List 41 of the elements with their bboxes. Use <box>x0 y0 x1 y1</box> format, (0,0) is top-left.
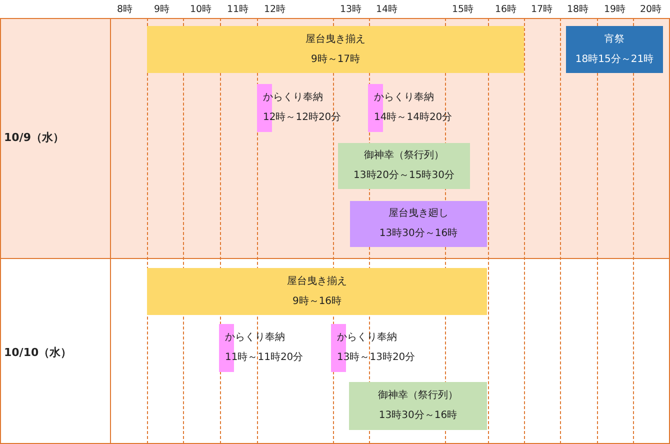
event-bar <box>566 26 663 73</box>
hour-label: 19時 <box>604 3 626 16</box>
hour-label: 13時 <box>340 3 362 16</box>
time-range: 13時20分～15時30分 <box>354 168 454 183</box>
hour-label: 9時 <box>154 3 170 16</box>
hour-label: 12時 <box>264 3 286 16</box>
hour-label: 10時 <box>190 3 212 16</box>
time-range: 13時30分～16時 <box>378 408 458 423</box>
hour-label: 11時 <box>227 3 250 16</box>
time-range: 13時～13時20分 <box>337 350 416 365</box>
time-range: 13時30分～16時 <box>379 226 458 241</box>
event-name: からくり奉納 <box>225 331 285 345</box>
hour-label: 17時 <box>531 3 554 16</box>
event-name: からくり奉納 <box>374 91 434 105</box>
hour-label: 14時 <box>376 3 398 16</box>
date-label: 10/10（水） <box>4 345 72 360</box>
event-bar <box>349 382 487 430</box>
time-range: 18時15分～21時 <box>575 52 654 66</box>
event-name: 屋台曳き揃え <box>287 274 347 288</box>
time-range: 11時～11時20分 <box>225 350 304 365</box>
time-range: 9時～16時 <box>292 294 342 308</box>
event-name: 宵祭 <box>604 32 624 46</box>
date-label: 10/9（水） <box>4 130 64 145</box>
hour-label: 15時 <box>452 3 474 16</box>
event-bar <box>147 26 524 73</box>
event-name: 屋台曳き揃え <box>306 32 366 46</box>
hour-label: 20時 <box>640 3 662 16</box>
event-name: からくり奉納 <box>263 91 323 105</box>
time-range: 9時～17時 <box>310 52 360 66</box>
time-range: 12時～12時20分 <box>263 110 342 125</box>
time-range: 14時～14時20分 <box>374 110 452 125</box>
event-name: 御神幸（祭行列） <box>364 148 444 163</box>
hour-label: 8時 <box>117 3 134 16</box>
event-name: からくり奉納 <box>337 331 397 345</box>
event-bar <box>338 143 470 189</box>
hour-label: 16時 <box>495 3 518 16</box>
event-bar <box>350 201 487 247</box>
event-name: 屋台曳き廻し <box>388 206 448 221</box>
event-name: 御神幸（祭行列） <box>378 388 458 403</box>
hour-label: 18時 <box>567 3 590 16</box>
event-bar <box>147 268 487 315</box>
